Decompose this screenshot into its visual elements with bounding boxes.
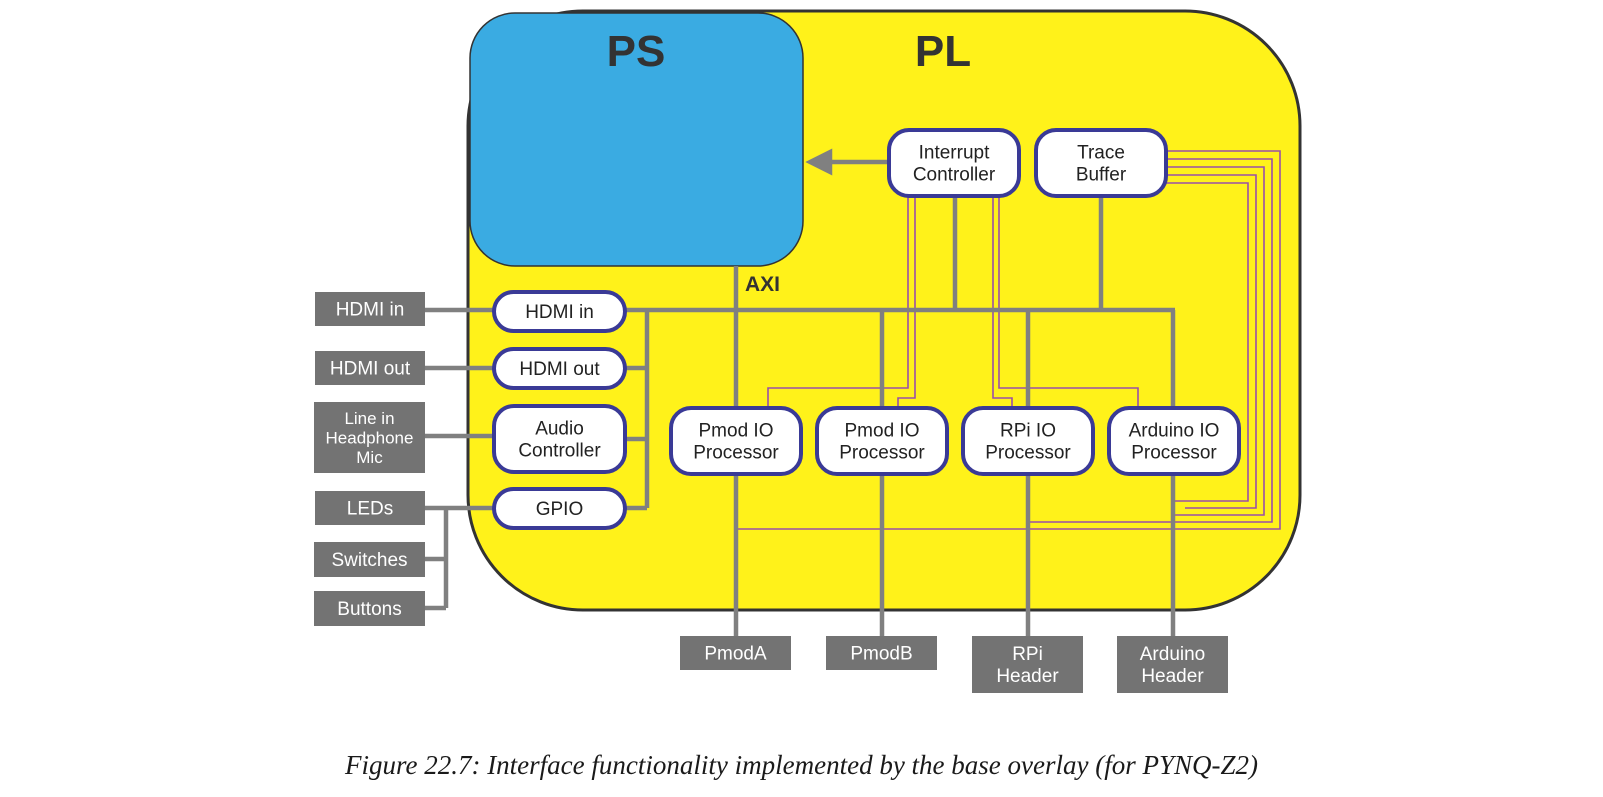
port-buttons-text: Buttons [337, 599, 401, 620]
port-box [972, 636, 1083, 693]
port-pmoda: PmodA [680, 636, 791, 670]
port-box [314, 542, 425, 577]
block-pmod-io-a-text: Processor [693, 443, 779, 464]
block-box [815, 406, 949, 476]
block-arduino-io-text: Arduino IO [1129, 421, 1220, 442]
block-rpi-io-text: Processor [985, 443, 1071, 464]
block-pmod-io-a-text: Pmod IO [699, 421, 774, 442]
block-box [492, 290, 627, 333]
port-pmodb-text: PmodB [850, 644, 912, 665]
port-rpi-header-text: Header [996, 666, 1059, 687]
port-switches: Switches [314, 542, 425, 577]
port-hdmi-out: HDMI out [315, 351, 425, 385]
block-gpio: GPIO [492, 487, 627, 530]
block-rpi-io-text: RPi IO [1000, 421, 1056, 442]
figure-caption: Figure 22.7: Interface functionality imp… [344, 750, 1259, 780]
port-leds-text: LEDs [347, 499, 393, 520]
trace-buffer-line-3 [1166, 166, 1265, 516]
port-hdmi-in: HDMI in [315, 292, 425, 326]
port-box [680, 636, 791, 670]
block-audio-text: Controller [518, 441, 601, 462]
port-box [315, 491, 425, 525]
block-gpio-text: GPIO [536, 499, 584, 520]
block-interrupt-text: Interrupt [919, 143, 990, 164]
trace-buffer-line-1 [736, 150, 1281, 530]
block-box [492, 487, 627, 530]
port-buttons: Buttons [314, 591, 425, 626]
block-hdmi-out-text: HDMI out [519, 359, 600, 380]
port-box [315, 351, 425, 385]
block-hdmi-out: HDMI out [492, 347, 627, 390]
trace-buffer-line-4 [1166, 174, 1257, 509]
block-box [492, 347, 627, 390]
block-hdmi-in: HDMI in [492, 290, 627, 333]
block-trace-text: Buffer [1076, 165, 1127, 186]
trace-buffer-line-2 [1028, 158, 1273, 523]
block-box [1107, 406, 1241, 476]
port-leds: LEDs [315, 491, 425, 525]
ps-region [469, 12, 804, 267]
bus-connections [425, 148, 1176, 636]
port-line-in-text: Headphone [326, 428, 414, 447]
block-box [1034, 128, 1168, 198]
block-box [492, 404, 627, 474]
block-pmod-io-b-text: Processor [839, 443, 925, 464]
block-audio-text: Audio [535, 419, 584, 440]
block-pmod-io-b-text: Pmod IO [845, 421, 920, 442]
port-line-in-text: Line in [344, 409, 394, 428]
port-hdmi-in-text: HDMI in [336, 300, 405, 321]
port-box [315, 292, 425, 326]
ps-label: PS [607, 27, 666, 76]
block-box [669, 406, 803, 476]
block-hdmi-in-text: HDMI in [525, 302, 594, 323]
port-box [826, 636, 937, 670]
block-arduino-io-text: Processor [1131, 443, 1217, 464]
port-rpi-header-text: RPi [1012, 644, 1043, 665]
port-box [314, 402, 425, 473]
block-trace-text: Trace [1077, 143, 1125, 164]
trace-line-pmod-a [767, 196, 909, 408]
block-box [961, 406, 1095, 476]
port-box [314, 591, 425, 626]
port-box [1117, 636, 1228, 693]
port-switches-text: Switches [331, 550, 407, 571]
trace-line-arduino [998, 196, 1139, 408]
pl-label: PL [915, 27, 971, 76]
trace-buffer-line-5 [1166, 182, 1249, 502]
port-arduino-header-text: Arduino [1140, 644, 1206, 665]
port-line-in-text: Mic [356, 448, 383, 467]
block-interrupt-text: Controller [913, 165, 996, 186]
trace-line-pmod-b [897, 196, 916, 408]
port-pmodb: PmodB [826, 636, 937, 670]
port-pmoda-text: PmodA [704, 644, 767, 665]
block-box [887, 128, 1021, 198]
trace-connections [736, 150, 1281, 530]
port-arduino-header-text: Header [1141, 666, 1204, 687]
port-hdmi-out-text: HDMI out [330, 359, 411, 380]
trace-line-rpi [992, 196, 1013, 408]
axi-label: AXI [745, 273, 780, 296]
